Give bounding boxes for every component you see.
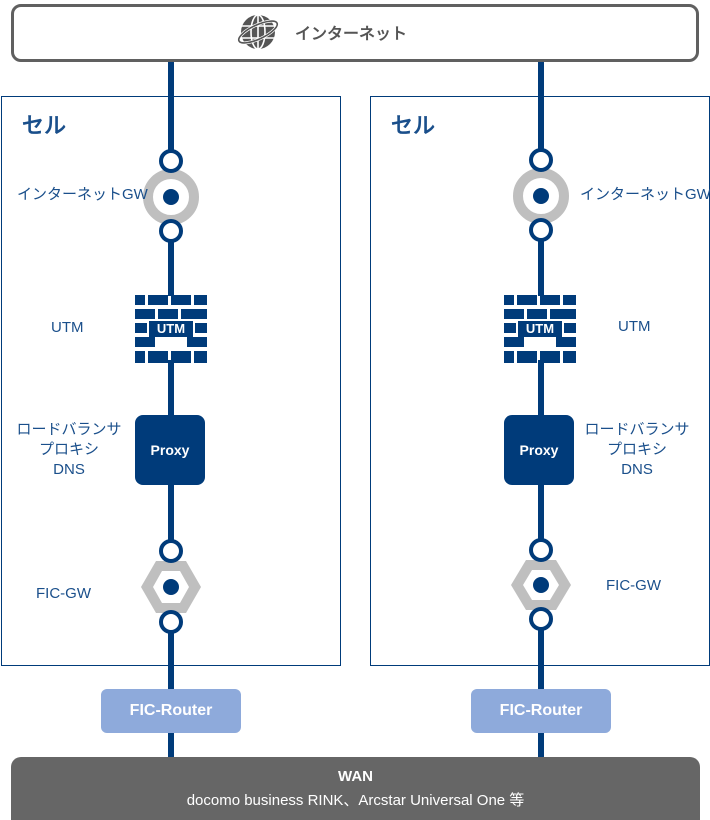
link-gw-utm-left (168, 238, 174, 296)
fic-router-left: FIC-Router (101, 689, 241, 733)
internet-label: インターネット (295, 26, 408, 43)
utm-label-right: UTM (618, 318, 651, 335)
cell-left-title: セル (22, 113, 67, 138)
proxy-label: プロキシ (606, 441, 667, 458)
internet-gw-node-left (143, 149, 199, 243)
internet-gw-node-right (513, 148, 569, 242)
globe-icon (237, 14, 279, 50)
link-router-wan-left (168, 732, 174, 758)
fic-router-right: FIC-Router (471, 689, 611, 733)
fic-gw-label-right: FIC-GW (606, 577, 661, 594)
proxy-labels-right: ロードバランサ プロキシ DNS (582, 420, 692, 480)
utm-badge-right: UTM (525, 321, 555, 336)
wan-subtitle: docomo business RINK、Arcstar Universal O… (186, 792, 525, 809)
internet-gw-label-right: インターネットGW (580, 186, 710, 203)
link-internet-right (538, 62, 544, 158)
loadbalancer-label: ロードバランサ (16, 421, 122, 438)
link-proxy-fic-right (538, 484, 544, 542)
proxy-box-right: Proxy (504, 415, 574, 485)
link-router-wan-right (538, 732, 544, 758)
dns-label: DNS (621, 461, 653, 478)
dns-label: DNS (53, 461, 85, 478)
internet-gw-label-left: インターネットGW (17, 186, 148, 203)
link-gw-utm-right (538, 238, 544, 296)
utm-badge-left: UTM (156, 321, 186, 336)
utm-label-left: UTM (51, 319, 84, 336)
fic-gw-label-left: FIC-GW (36, 585, 91, 602)
wan-bar: WAN docomo business RINK、Arcstar Univers… (11, 757, 700, 820)
link-proxy-fic-left (168, 484, 174, 542)
proxy-box-left: Proxy (135, 415, 205, 485)
proxy-labels-left: ロードバランサ プロキシ DNS (14, 420, 124, 480)
link-utm-proxy-left (168, 360, 174, 416)
utm-firewall-icon-left (135, 295, 207, 363)
loadbalancer-label: ロードバランサ (584, 421, 690, 438)
fic-gw-node-right (511, 538, 571, 631)
link-fic-router-right (538, 625, 544, 690)
link-utm-proxy-right (538, 360, 544, 416)
utm-firewall-icon-right (504, 295, 576, 363)
wan-title: WAN (338, 768, 373, 785)
cell-right-title: セル (391, 113, 436, 138)
proxy-label: プロキシ (38, 441, 99, 458)
link-internet-left (168, 62, 174, 158)
fic-gw-node-left (141, 539, 201, 634)
internet-bar (11, 4, 699, 62)
link-fic-router-left (168, 630, 174, 690)
